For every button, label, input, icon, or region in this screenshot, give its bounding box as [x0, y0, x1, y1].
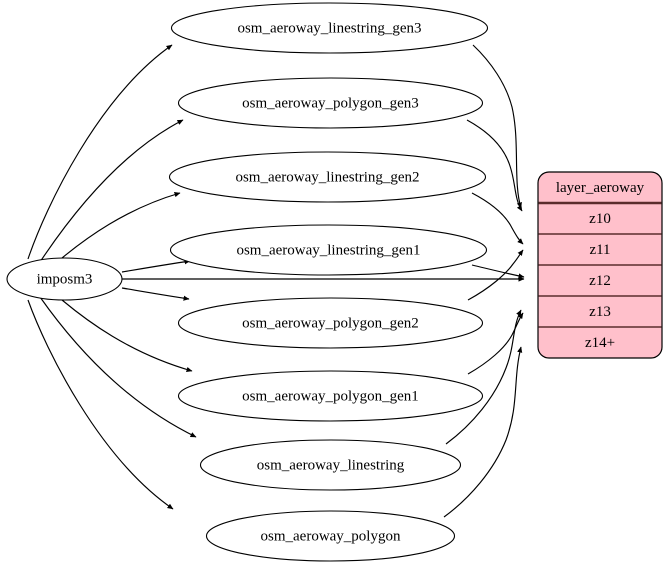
edge-imposm3-to-linestring-gen2 [61, 192, 181, 259]
edge-linestring-to-z13 [445, 309, 522, 445]
node-osm_aeroway_linestring[interactable]: osm_aeroway_linestring [199, 439, 462, 491]
node-osm_aeroway_polygon_gen2[interactable]: osm_aeroway_polygon_gen2 [177, 297, 484, 349]
edge-polygon-gen1-to-z13 [467, 312, 524, 375]
edge-imposm3-to-linestring-gen1 [121, 259, 191, 273]
node-imposm3[interactable]: imposm3 [6, 257, 123, 301]
node-layer-aeroway-table[interactable]: layer_aeroway z10 z11 z12 z13 z14+ [537, 171, 663, 359]
edge-imposm3-to-polygon-gen1 [61, 299, 193, 373]
edge-group-imposm3-to-tables [27, 44, 197, 510]
edge-imposm3-to-polygon-gen2 [121, 287, 190, 301]
node-imposm3-shape[interactable] [6, 257, 123, 301]
node-shape[interactable] [177, 77, 484, 129]
edge-imposm3-to-polygon-gen3 [39, 119, 184, 263]
node-osm_aeroway_polygon_gen3[interactable]: osm_aeroway_polygon_gen3 [177, 77, 484, 129]
node-shape[interactable] [205, 510, 456, 562]
node-shape[interactable] [168, 151, 487, 203]
node-osm_aeroway_linestring_gen3[interactable]: osm_aeroway_linestring_gen3 [170, 2, 489, 54]
edge-linestring-gen3-to-z10 [472, 44, 522, 209]
edge-polygon-gen2-to-z11 [467, 249, 524, 301]
edge-imposm3-to-linestring [39, 296, 197, 438]
edge-linestring-gen2-to-z11 [471, 192, 524, 245]
node-osm_aeroway_polygon[interactable]: osm_aeroway_polygon [205, 510, 456, 562]
edge-polygon-gen3-to-z10 [466, 119, 523, 212]
node-osm_aeroway_polygon_gen1[interactable]: osm_aeroway_polygon_gen1 [177, 370, 484, 422]
node-shape[interactable] [177, 297, 484, 349]
node-shape[interactable] [169, 224, 488, 276]
edge-imposm3-to-polygon [27, 299, 174, 510]
node-shape[interactable] [170, 2, 489, 54]
node-osm_aeroway_linestring_gen2[interactable]: osm_aeroway_linestring_gen2 [168, 151, 487, 203]
node-osm_aeroway_linestring_gen1[interactable]: osm_aeroway_linestring_gen1 [169, 224, 488, 276]
edge-group-tables-to-layer [443, 44, 525, 518]
edge-polygon-to-z14plus [443, 346, 523, 518]
node-shape[interactable] [199, 439, 462, 491]
edge-linestring-gen1-to-z12 [471, 264, 525, 279]
edge-imposm3-to-linestring-gen3 [27, 44, 173, 260]
node-shape[interactable] [177, 370, 484, 422]
